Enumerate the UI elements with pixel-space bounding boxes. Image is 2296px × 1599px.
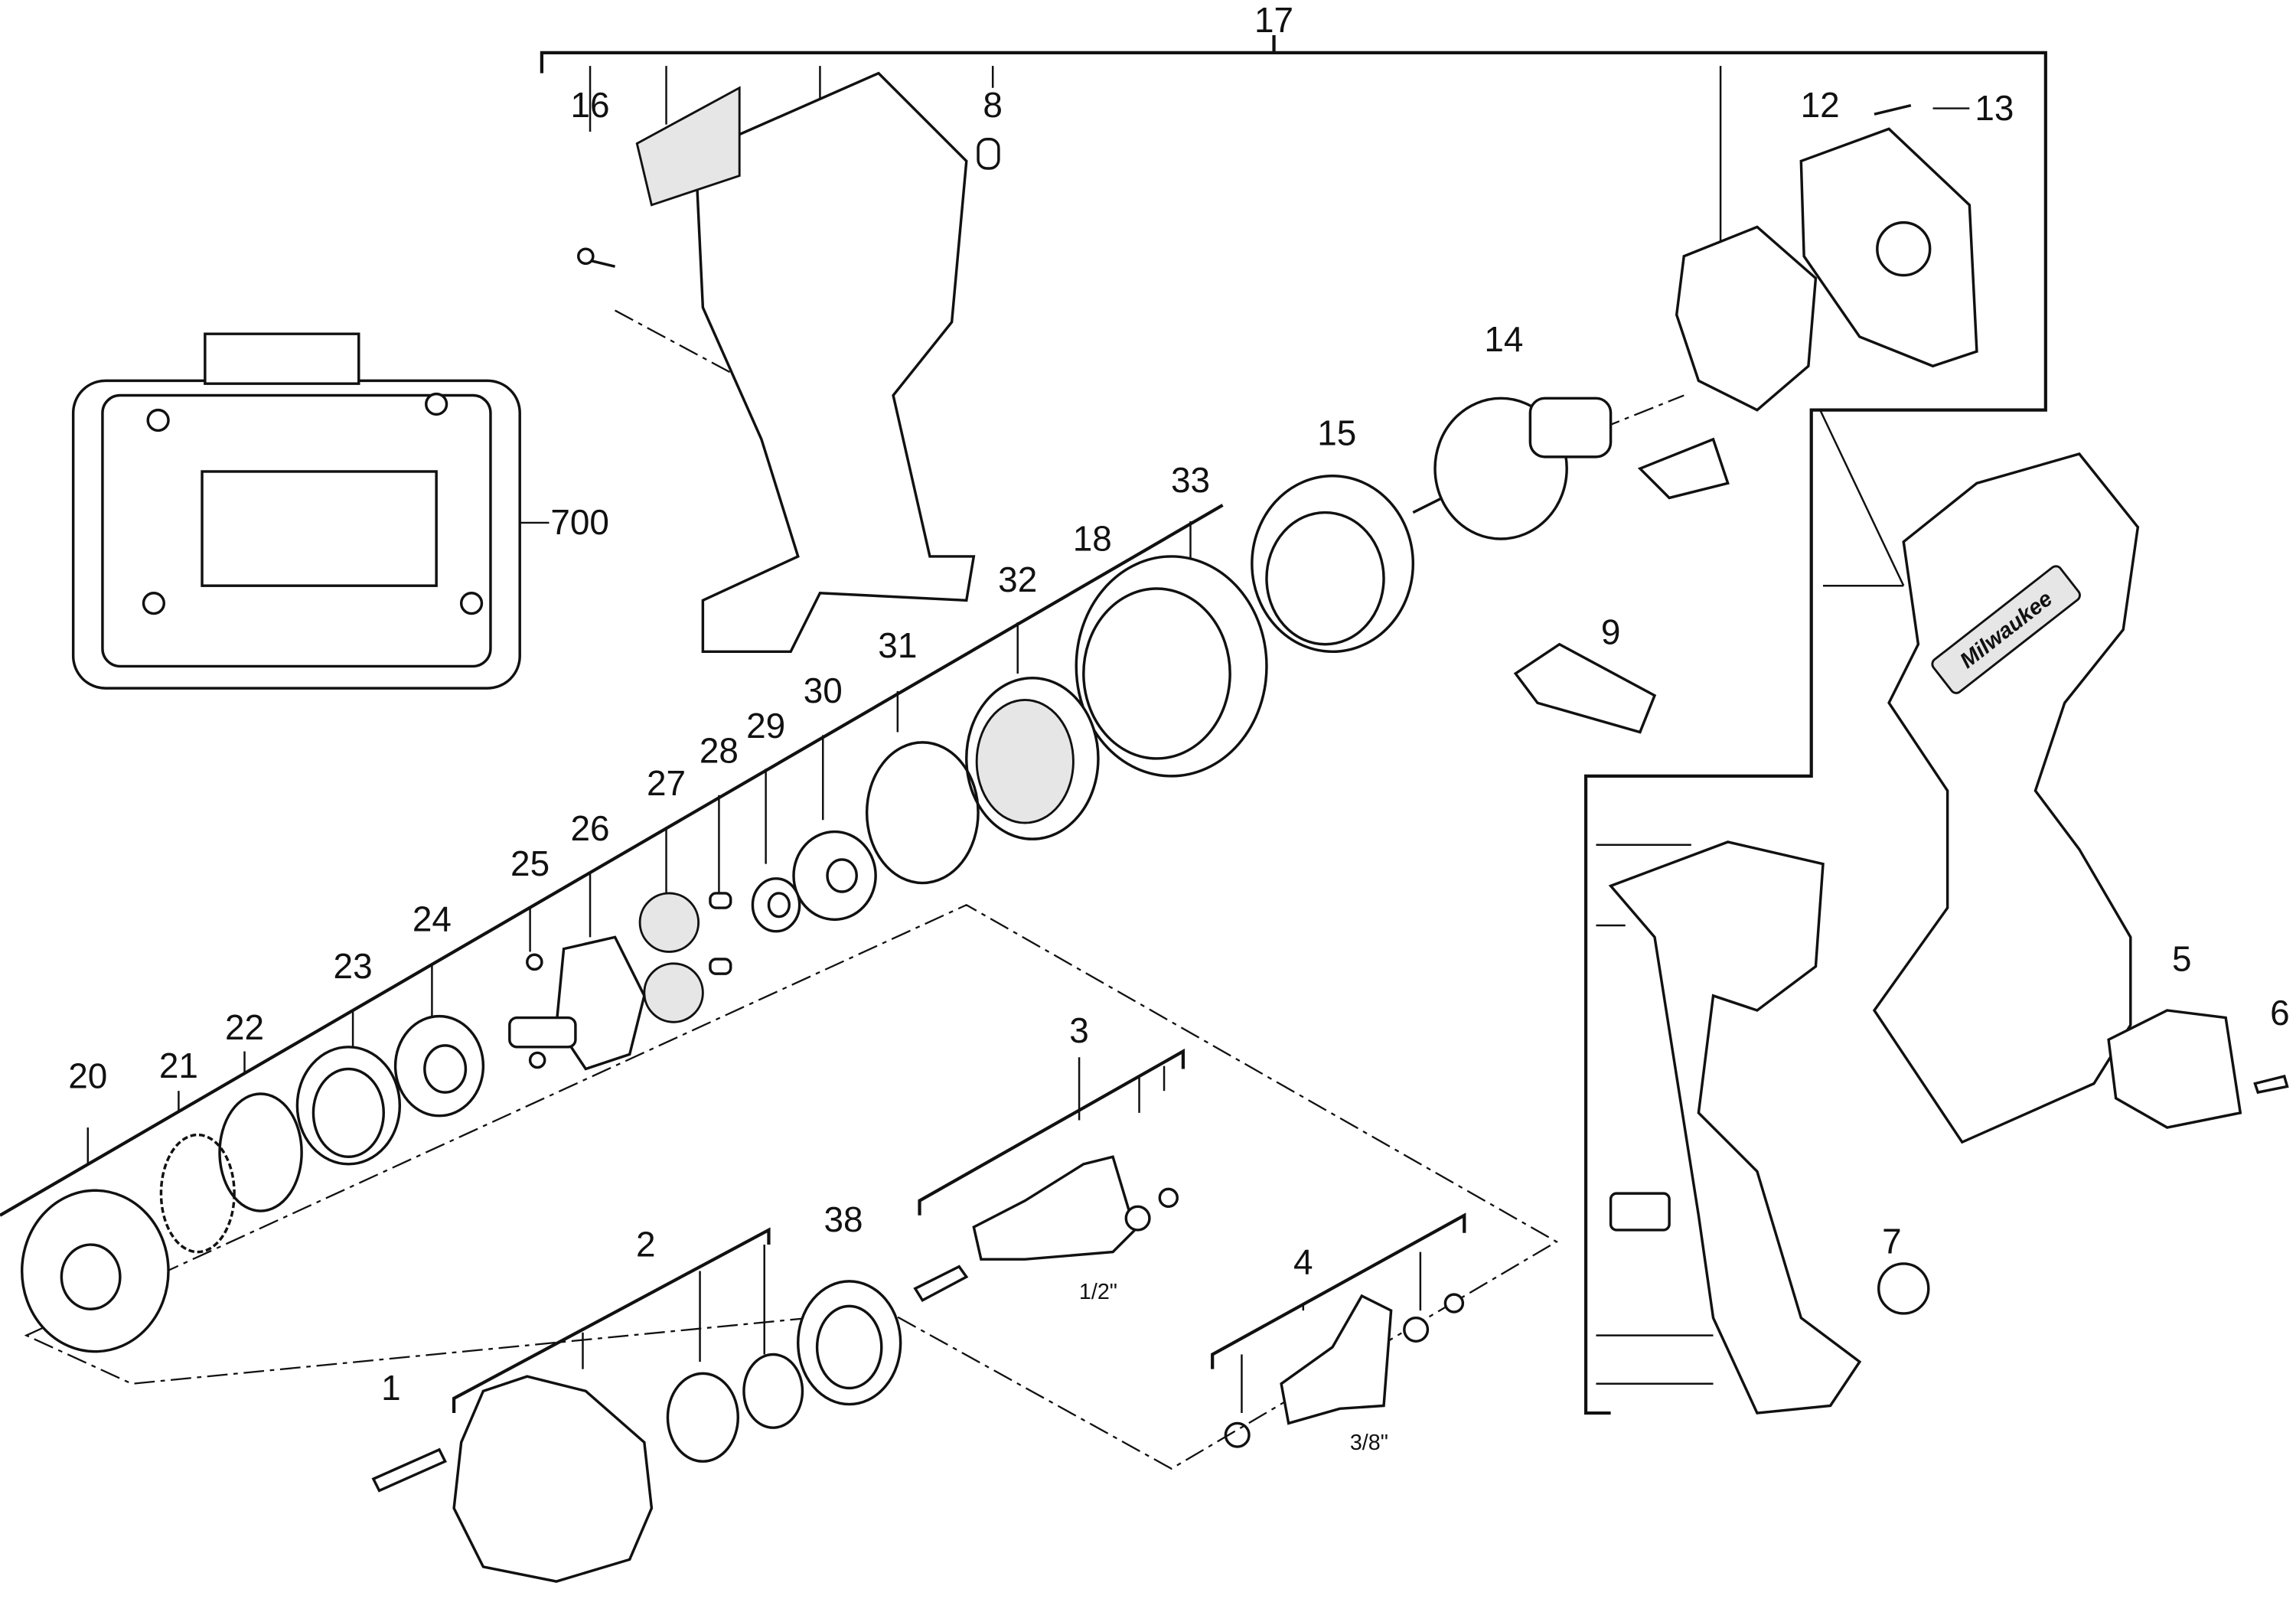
- svg-text:27: 27: [647, 763, 686, 803]
- bracket-18: [0, 504, 1224, 1217]
- svg-text:4: 4: [1293, 1242, 1313, 1281]
- svg-text:6: 6: [2270, 993, 2290, 1033]
- svg-text:25: 25: [510, 844, 550, 883]
- bracket-2: [452, 1227, 771, 1414]
- housing-half-right: [1872, 452, 2140, 1144]
- svg-text:7: 7: [1882, 1222, 1902, 1261]
- trigger-switch: [1608, 840, 1862, 1415]
- svg-text:30: 30: [804, 671, 843, 710]
- svg-text:1/2": 1/2": [1079, 1280, 1117, 1304]
- bracket-17: [540, 51, 2047, 1415]
- svg-text:24: 24: [413, 899, 452, 939]
- svg-text:2: 2: [636, 1224, 656, 1264]
- svg-text:17: 17: [1254, 0, 1293, 40]
- svg-text:33: 33: [1171, 460, 1210, 500]
- housing-half: [694, 71, 976, 654]
- svg-text:20: 20: [68, 1056, 107, 1095]
- svg-text:32: 32: [998, 560, 1037, 599]
- svg-text:26: 26: [571, 808, 610, 848]
- svg-text:3: 3: [1069, 1010, 1089, 1050]
- svg-text:22: 22: [225, 1007, 264, 1047]
- bracket-3: [918, 1048, 1186, 1216]
- svg-text:29: 29: [746, 706, 785, 746]
- svg-text:28: 28: [700, 731, 739, 771]
- svg-text:23: 23: [334, 946, 373, 986]
- svg-text:15: 15: [1317, 413, 1356, 453]
- svg-text:16: 16: [571, 85, 610, 125]
- callout-labels: 17 16 8 12 13 14 15 33 18 32 31 30 29 28…: [68, 0, 2289, 1455]
- svg-text:9: 9: [1601, 612, 1621, 652]
- bracket-4: [1211, 1212, 1466, 1369]
- svg-text:38: 38: [824, 1199, 863, 1239]
- front-housing: [452, 1375, 654, 1583]
- motor-endplate: [1675, 225, 1818, 412]
- svg-text:12: 12: [1801, 85, 1840, 125]
- svg-text:13: 13: [1975, 88, 2014, 128]
- svg-text:5: 5: [2172, 938, 2192, 978]
- carry-case: [71, 332, 550, 690]
- svg-text:18: 18: [1073, 518, 1112, 558]
- svg-text:8: 8: [983, 85, 1003, 125]
- svg-text:14: 14: [1484, 319, 1523, 359]
- svg-text:700: 700: [550, 502, 609, 542]
- svg-text:1: 1: [381, 1368, 401, 1408]
- svg-text:31: 31: [878, 625, 917, 665]
- rotor: [1412, 396, 1613, 540]
- svg-text:3/8": 3/8": [1350, 1431, 1388, 1455]
- svg-text:21: 21: [159, 1046, 198, 1085]
